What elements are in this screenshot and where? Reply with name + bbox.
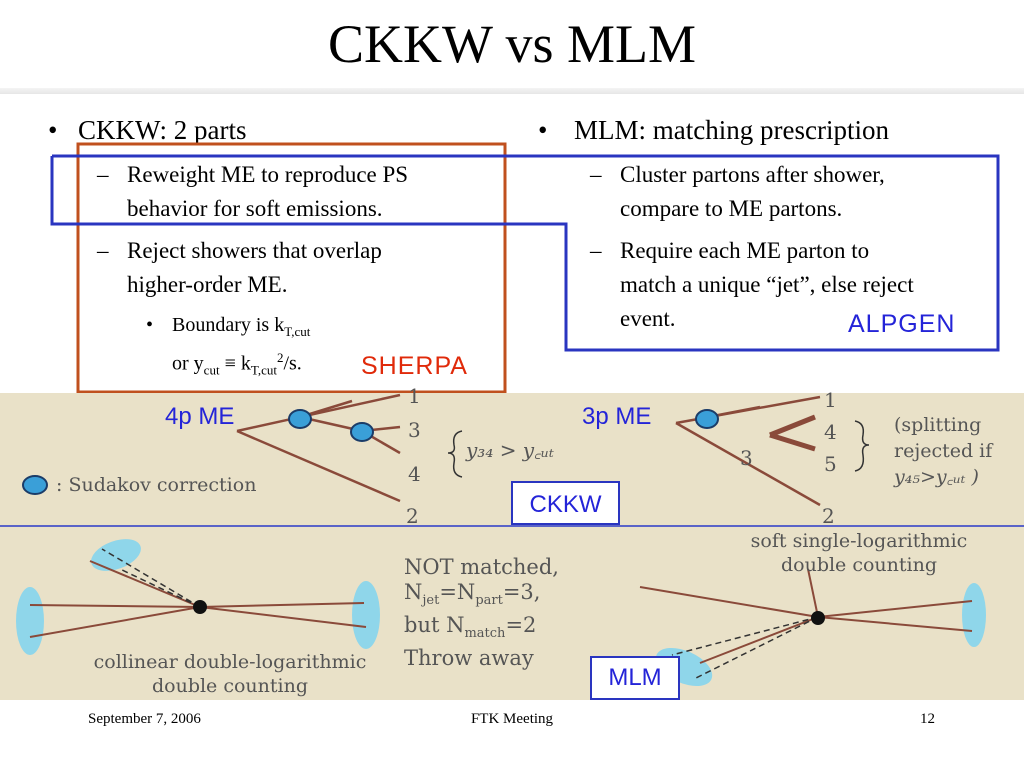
footer-page-number: 12 [920, 711, 935, 727]
dash-mark: – [590, 162, 602, 187]
right-num-2: 2 [822, 504, 835, 528]
panel-separator [0, 525, 1024, 527]
dash-mark: – [590, 238, 602, 263]
boundary-line-2: or ycut ≡ kT,cut2/s. [172, 350, 302, 378]
ckkw-bullet: • CKKW: 2 parts [48, 114, 246, 146]
dash-mark: – [97, 238, 109, 263]
ckkw-sub-2-line-1: Reject showers that overlap [127, 238, 382, 263]
bullet-dot: • [48, 115, 58, 145]
sudakov-legend-icon [22, 475, 48, 495]
ckkw-sub-1-line-2: behavior for soft emissions. [127, 196, 383, 221]
splitting-note: (splitting rejected if y₄₅>y꜀ᵤₜ ) [894, 414, 993, 488]
highlight-boxes [50, 142, 1000, 394]
bullet-dot: • [538, 115, 548, 145]
ckkw-tag: CKKW [511, 481, 620, 525]
alpgen-label: ALPGEN [848, 310, 956, 338]
left-num-2: 2 [406, 504, 419, 528]
boundary-item: • Boundary is kT,cut or ycut ≡ kT,cut2/s… [146, 312, 406, 384]
vertex-2 [350, 422, 374, 442]
vertex-1 [288, 409, 312, 429]
left-num-1: 1 [408, 384, 421, 408]
sherpa-box [76, 142, 507, 394]
collinear-note: collinear double-logarithmic double coun… [93, 651, 367, 697]
ckkw-sub-1-line-1: Reweight ME to reproduce PS [127, 162, 409, 187]
mlm-sub-2-line-3: event. [620, 306, 676, 331]
mlm-sub-1: – Cluster partons after shower, compare … [590, 158, 1010, 226]
me4-label: 4p ME [165, 403, 235, 430]
mlm-sub-2: – Require each ME parton to match a uniq… [590, 234, 1010, 336]
not-matched-note: NOT matched, Njet=Npart=3, but Nmatch=2 … [404, 555, 559, 671]
ckkw-diagram [22, 393, 870, 507]
boundary-line-1: Boundary is kT,cut [172, 314, 311, 339]
right-num-1: 1 [824, 388, 837, 412]
mlm-sub-2-line-1: Require each ME parton to [620, 238, 870, 263]
mlm-bullet-text: MLM: matching prescription [574, 115, 889, 145]
title-divider [0, 88, 1024, 94]
right-num-5: 5 [824, 452, 837, 476]
ckkw-sub-1: – Reweight ME to reproduce PS behavior f… [97, 158, 497, 226]
mlm-sub-1-line-2: compare to ME partons. [620, 196, 843, 221]
soft-note: soft single-logarithmic double counting [750, 530, 968, 576]
vertex-3 [695, 409, 719, 429]
mlm-sub-2-line-2: match a unique “jet”, else reject [620, 272, 914, 297]
slide-title: CKKW vs MLM [327, 14, 697, 74]
mlm-tag: MLM [590, 656, 680, 700]
footer-date: September 7, 2006 [88, 711, 201, 727]
mlm-sub-1-line-1: Cluster partons after shower, [620, 162, 885, 187]
footer-title: FTK Meeting [470, 711, 554, 727]
left-num-3: 3 [408, 418, 421, 442]
sherpa-label: SHERPA [361, 352, 468, 380]
ckkw-sub-2-line-2: higher-order ME. [127, 272, 288, 297]
mlm-bullet: • MLM: matching prescription [538, 114, 889, 146]
mlm-vertex-left [193, 600, 207, 614]
ckkw-sub-2: – Reject showers that overlap higher-ord… [97, 234, 497, 302]
bullet-dot: • [146, 314, 154, 336]
left-num-4: 4 [408, 462, 421, 486]
right-num-3: 3 [740, 446, 753, 470]
alpgen-box [50, 154, 1000, 352]
me3-label: 3p ME [582, 403, 652, 430]
ckkw-bullet-text: CKKW: 2 parts [78, 115, 247, 145]
right-num-4: 4 [824, 420, 837, 444]
dash-mark: – [97, 162, 109, 187]
mlm-vertex-right [811, 611, 825, 625]
y34-condition: y₃₄ > y꜀ᵤₜ [466, 438, 554, 462]
sudakov-legend-text: : Sudakov correction [56, 474, 257, 496]
